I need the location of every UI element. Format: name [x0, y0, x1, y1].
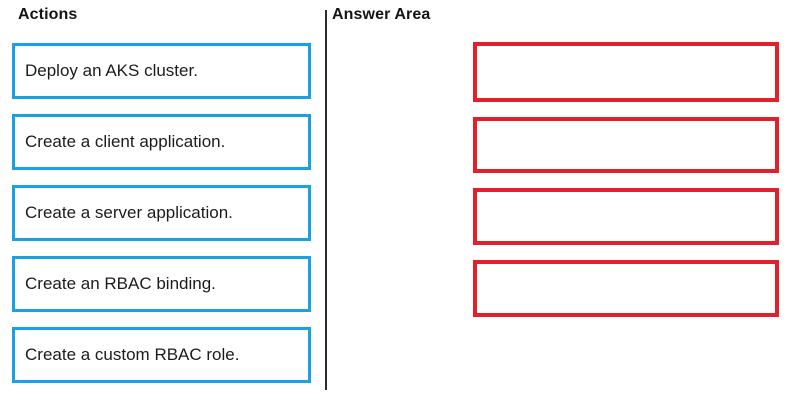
answer-area-column-heading: Answer Area [332, 6, 431, 23]
action-tile[interactable]: Create a client application. [12, 114, 311, 170]
answer-slot[interactable] [473, 117, 779, 173]
actions-column-heading: Actions [18, 6, 78, 23]
action-tile[interactable]: Deploy an AKS cluster. [12, 43, 311, 99]
action-tile-label: Create an RBAC binding. [25, 274, 216, 293]
action-tile[interactable]: Create a custom RBAC role. [12, 327, 311, 383]
answer-slot[interactable] [473, 188, 779, 245]
action-tile[interactable]: Create a server application. [12, 185, 311, 241]
actions-list: Deploy an AKS cluster. Create a client a… [12, 43, 311, 383]
action-tile-label: Create a custom RBAC role. [25, 345, 240, 364]
answer-slot[interactable] [473, 42, 779, 102]
action-tile-label: Deploy an AKS cluster. [25, 61, 198, 80]
answer-slot[interactable] [473, 260, 779, 317]
answer-slot-list [473, 42, 779, 317]
pane-divider [325, 10, 327, 390]
action-tile[interactable]: Create an RBAC binding. [12, 256, 311, 312]
action-tile-label: Create a server application. [25, 203, 233, 222]
action-tile-label: Create a client application. [25, 132, 226, 151]
